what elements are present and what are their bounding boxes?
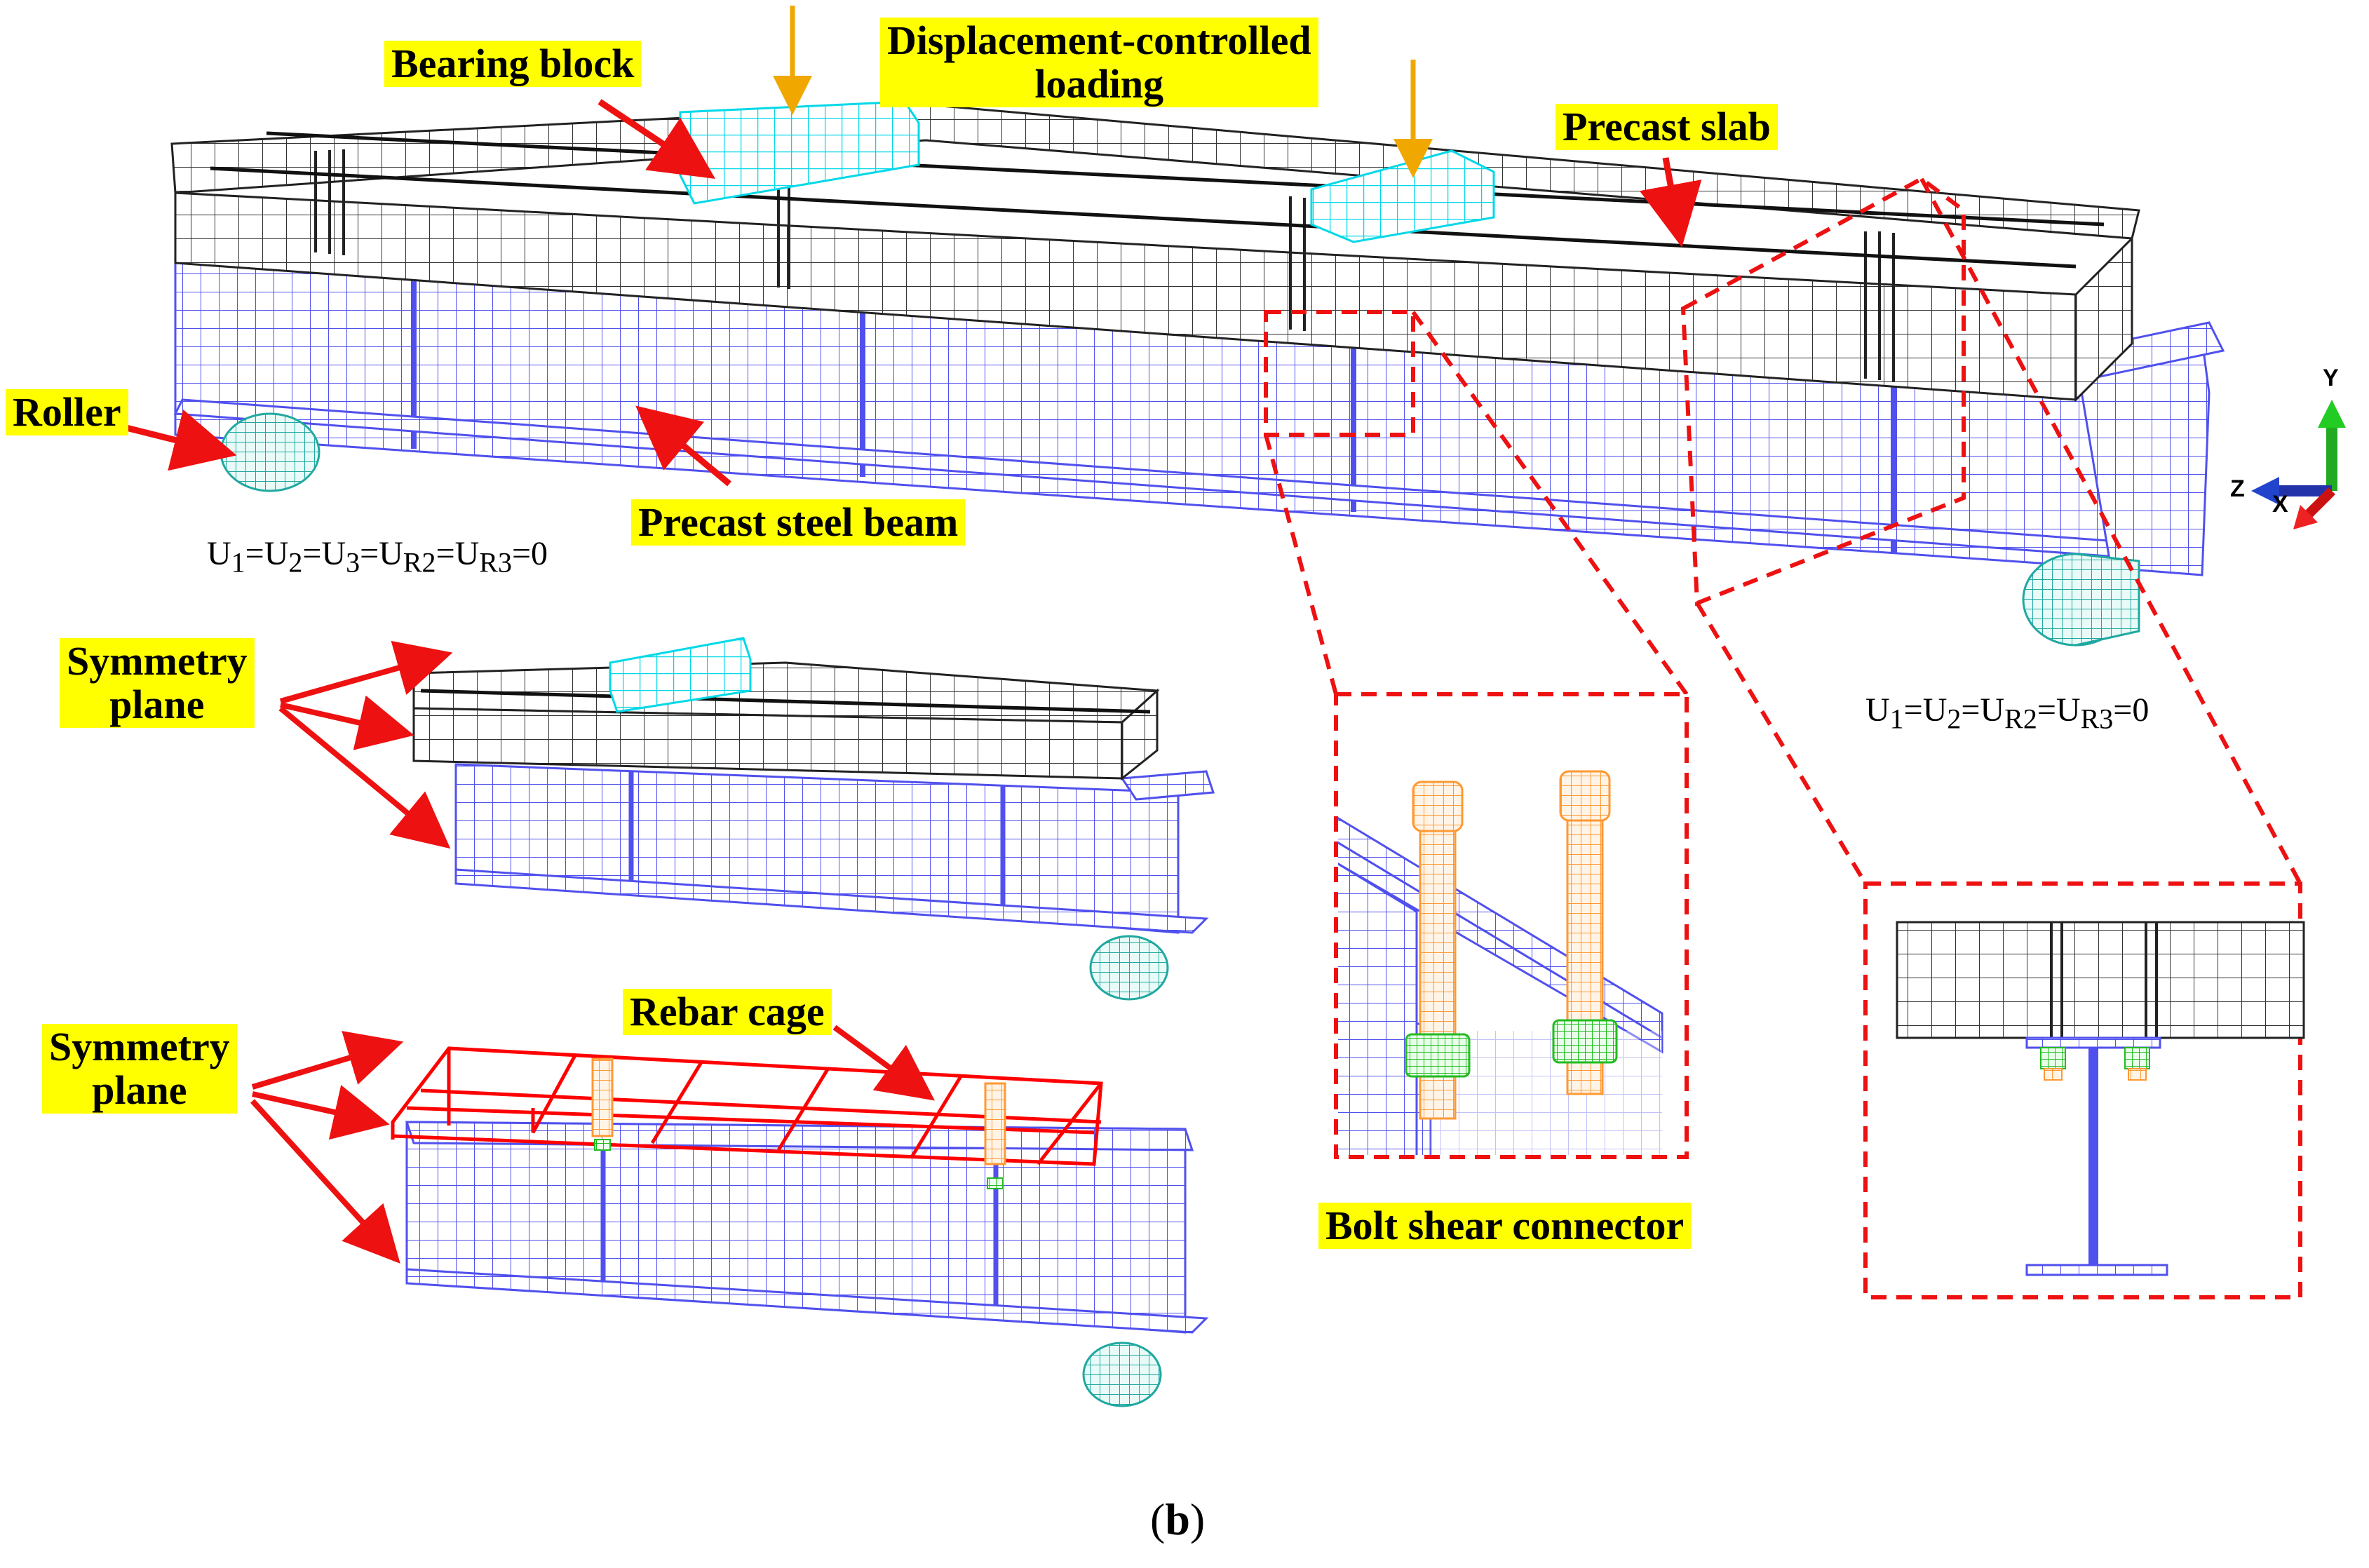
label-symmetry-plane-1: Symmetry plane	[60, 638, 255, 728]
label-displacement-loading: Displacement-controlled loading	[880, 18, 1318, 107]
half-model	[412, 637, 1215, 1001]
label-precast-slab: Precast slab	[1555, 104, 1778, 150]
main-model	[125, 6, 2225, 647]
axis-label-z: Z	[2230, 475, 2245, 502]
label-precast-steel-beam: Precast steel beam	[631, 499, 966, 546]
section-bottom-flange	[2025, 1264, 2168, 1276]
arrow-precast-slab	[1639, 157, 1702, 248]
zoom-box-section	[1680, 176, 1966, 607]
bc-left: U1=U2=U3=UR2=UR3=0	[207, 535, 548, 579]
half-model-no-slab	[391, 1046, 1209, 1407]
axis-triad	[2251, 400, 2346, 529]
arrow-steel-beam	[635, 405, 731, 487]
half-bearing-block	[609, 637, 752, 713]
arrow-bearing-block	[598, 99, 715, 179]
axis-label-y: Y	[2323, 365, 2339, 391]
zoom-box-bolt	[1264, 310, 1415, 437]
axis-label-x: X	[2272, 491, 2288, 518]
bolt-detail	[1334, 692, 1689, 1159]
roller-left	[220, 412, 320, 492]
slab-end	[2074, 236, 2133, 403]
bolt-1	[591, 1057, 614, 1137]
label-bearing-block: Bearing block	[384, 41, 642, 87]
bearing-block-2	[1310, 149, 1495, 243]
roller-right	[2022, 553, 2140, 647]
section-web	[2088, 1048, 2098, 1265]
figure-caption: (b)	[1150, 1494, 1206, 1544]
label-bolt-shear-connector: Bolt shear connector	[1318, 1203, 1692, 1249]
half-roller	[1089, 935, 1169, 1001]
bolt-2	[984, 1082, 1006, 1165]
label-rebar-cage: Rebar cage	[623, 989, 832, 1035]
label-symmetry-plane-2: Symmetry plane	[42, 1024, 237, 1114]
bearing-block-1	[679, 100, 920, 205]
section-detail	[1863, 881, 2305, 1299]
section-slab	[1896, 921, 2305, 1039]
bc-right: U1=U2=UR2=UR3=0	[1865, 691, 2149, 735]
arrow-roller	[125, 409, 237, 471]
section-top-flange	[2025, 1036, 2161, 1049]
label-roller: Roller	[6, 389, 128, 435]
